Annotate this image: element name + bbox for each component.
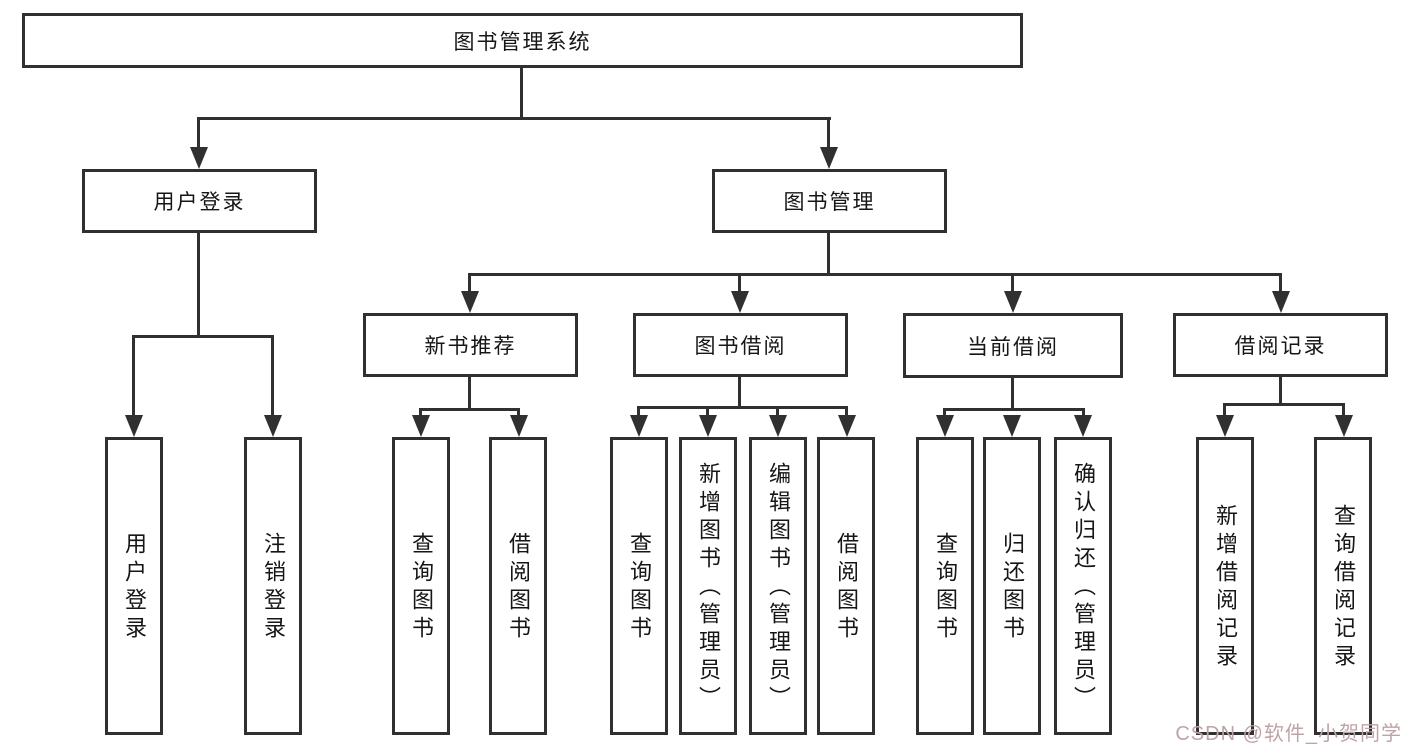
connector-line <box>468 273 471 293</box>
arrowhead <box>264 415 282 437</box>
leaf-borrowing-borrow-book: 借阅图书 <box>817 437 875 735</box>
connector-line <box>1342 403 1345 417</box>
connector-line <box>132 335 274 338</box>
connector-line <box>1223 403 1345 406</box>
arrowhead <box>630 415 648 437</box>
arrowhead <box>936 415 954 437</box>
connector-line <box>738 377 741 409</box>
leaf-records-query-borrow-record: 查询借阅记录 <box>1314 437 1372 735</box>
arrowhead <box>1272 291 1290 313</box>
leaf-borrowing-edit-book-admin: 编辑图书（管理员） <box>749 437 807 735</box>
connector-line <box>776 406 779 417</box>
connector-line <box>197 117 831 120</box>
connector-line <box>1082 408 1085 417</box>
arrowhead <box>1003 415 1021 437</box>
connector-line <box>827 233 830 276</box>
connector-line <box>637 406 640 417</box>
connector-line <box>845 406 848 417</box>
connector-line <box>419 408 520 411</box>
csdn-watermark: CSDN @软件_小贺同学 <box>1175 723 1402 745</box>
arrowhead <box>125 415 143 437</box>
leaf-borrowing-query-book: 查询图书 <box>610 437 668 735</box>
node-book-borrowing: 图书借阅 <box>633 313 848 377</box>
node-user-login: 用户登录 <box>82 169 317 233</box>
connector-line <box>1011 273 1014 293</box>
arrowhead <box>412 415 430 437</box>
connector-line <box>468 273 1282 276</box>
connector-line <box>517 408 520 417</box>
arrowhead <box>731 291 749 313</box>
connector-line <box>419 408 422 417</box>
connector-line <box>1011 378 1014 411</box>
arrowhead <box>838 415 856 437</box>
node-root-library-management-system: 图书管理系统 <box>22 13 1023 68</box>
node-borrowing-records: 借阅记录 <box>1173 313 1388 377</box>
connector-line <box>827 117 830 150</box>
arrowhead <box>699 415 717 437</box>
leaf-current-return-book: 归还图书 <box>983 437 1041 735</box>
leaf-recommend-query-book: 查询图书 <box>392 437 450 735</box>
connector-line <box>520 68 523 118</box>
connector-line <box>468 377 471 411</box>
connector-line <box>706 406 709 417</box>
connector-line <box>197 233 200 338</box>
leaf-recommend-borrow-book: 借阅图书 <box>489 437 547 735</box>
connector-line <box>943 408 946 417</box>
arrowhead <box>820 147 838 169</box>
leaf-user-login: 用户登录 <box>105 437 163 735</box>
arrowhead <box>190 147 208 169</box>
arrowhead <box>461 291 479 313</box>
connector-line <box>1279 273 1282 293</box>
node-new-book-recommendation: 新书推荐 <box>363 313 578 377</box>
arrowhead <box>769 415 787 437</box>
connector-line <box>1223 403 1226 417</box>
connector-line <box>738 273 741 293</box>
connector-line <box>197 117 200 150</box>
arrowhead <box>1335 415 1353 437</box>
connector-line <box>637 406 848 409</box>
connector-line <box>132 335 135 417</box>
leaf-logout: 注销登录 <box>244 437 302 735</box>
connector-line <box>943 408 1085 411</box>
arrowhead <box>1004 291 1022 313</box>
leaf-current-query-book: 查询图书 <box>916 437 974 735</box>
arrowhead <box>1216 415 1234 437</box>
node-book-management: 图书管理 <box>712 169 947 233</box>
leaf-borrowing-add-book-admin: 新增图书（管理员） <box>679 437 737 735</box>
node-current-borrowing: 当前借阅 <box>903 313 1123 378</box>
arrowhead <box>510 415 528 437</box>
leaf-current-confirm-return-admin: 确认归还（管理员） <box>1054 437 1112 735</box>
leaf-records-add-borrow-record: 新增借阅记录 <box>1196 437 1254 735</box>
connector-line <box>1279 377 1282 406</box>
arrowhead <box>1074 415 1092 437</box>
connector-line <box>271 335 274 417</box>
